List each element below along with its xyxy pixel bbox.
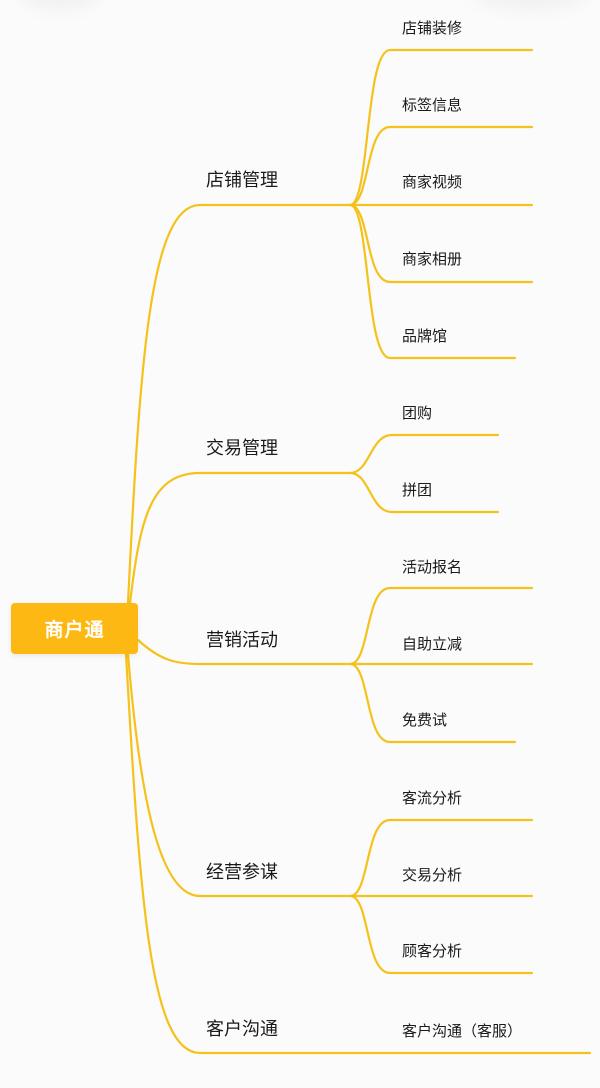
leaf-label: 团购 — [402, 404, 433, 422]
branch-node-marketing[interactable]: 营销活动 — [206, 630, 278, 652]
leaf-label: 客户沟通（客服） — [402, 1022, 523, 1040]
leaf-label: 品牌馆 — [402, 327, 448, 345]
leaf-label: 拼团 — [402, 481, 433, 499]
leaf-node[interactable]: 交易分析 — [402, 865, 462, 885]
leaf-label: 活动报名 — [402, 558, 463, 576]
branch-node-business-advisor[interactable]: 经营参谋 — [206, 862, 278, 884]
leaf-node[interactable]: 客流分析 — [402, 788, 462, 808]
leaf-label: 免费试 — [402, 711, 448, 729]
branch-label: 营销活动 — [206, 630, 278, 651]
background-shadow — [470, 0, 590, 10]
leaf-node[interactable]: 免费试 — [402, 710, 447, 730]
leaf-node[interactable]: 团购 — [402, 403, 432, 423]
branch-label: 店铺管理 — [206, 170, 278, 191]
branch-label: 经营参谋 — [206, 862, 278, 883]
branch-label: 客户沟通 — [206, 1019, 278, 1040]
leaf-label: 店铺装修 — [402, 19, 463, 37]
connector-root-ops — [126, 652, 352, 898]
leaf-node[interactable]: 自助立减 — [402, 634, 462, 654]
leaf-label: 商家视频 — [402, 173, 463, 191]
leaf-node[interactable]: 商家相册 — [402, 249, 462, 269]
branch-node-customer-communication[interactable]: 客户沟通 — [206, 1019, 278, 1041]
root-node[interactable]: 商户通 — [11, 603, 138, 654]
connector-root-customer — [124, 652, 592, 1055]
leaf-node[interactable]: 店铺装修 — [402, 18, 462, 38]
branch-node-store-management[interactable]: 店铺管理 — [206, 170, 278, 192]
connector-root-store — [126, 203, 352, 605]
leaf-label: 客流分析 — [402, 789, 463, 807]
connector-root-trade — [128, 471, 352, 605]
leaf-node[interactable]: 活动报名 — [402, 557, 462, 577]
leaf-node[interactable]: 标签信息 — [402, 95, 462, 115]
connector-root-marketing — [136, 638, 352, 666]
leaf-node[interactable]: 商家视频 — [402, 172, 462, 192]
leaf-node[interactable]: 拼团 — [402, 480, 432, 500]
root-node-label: 商户通 — [44, 619, 105, 641]
leaf-label: 商家相册 — [402, 250, 463, 268]
leaf-label: 标签信息 — [402, 96, 463, 114]
leaf-node[interactable]: 品牌馆 — [402, 326, 447, 346]
leaf-node[interactable]: 顾客分析 — [402, 941, 462, 961]
branch-node-trade-management[interactable]: 交易管理 — [206, 438, 278, 460]
background-shadow — [20, 0, 100, 10]
leaf-label: 顾客分析 — [402, 942, 463, 960]
leaf-node[interactable]: 客户沟通（客服） — [402, 1021, 522, 1041]
leaf-label: 自助立减 — [402, 635, 463, 653]
leaf-label: 交易分析 — [402, 866, 463, 884]
branch-label: 交易管理 — [206, 438, 278, 459]
